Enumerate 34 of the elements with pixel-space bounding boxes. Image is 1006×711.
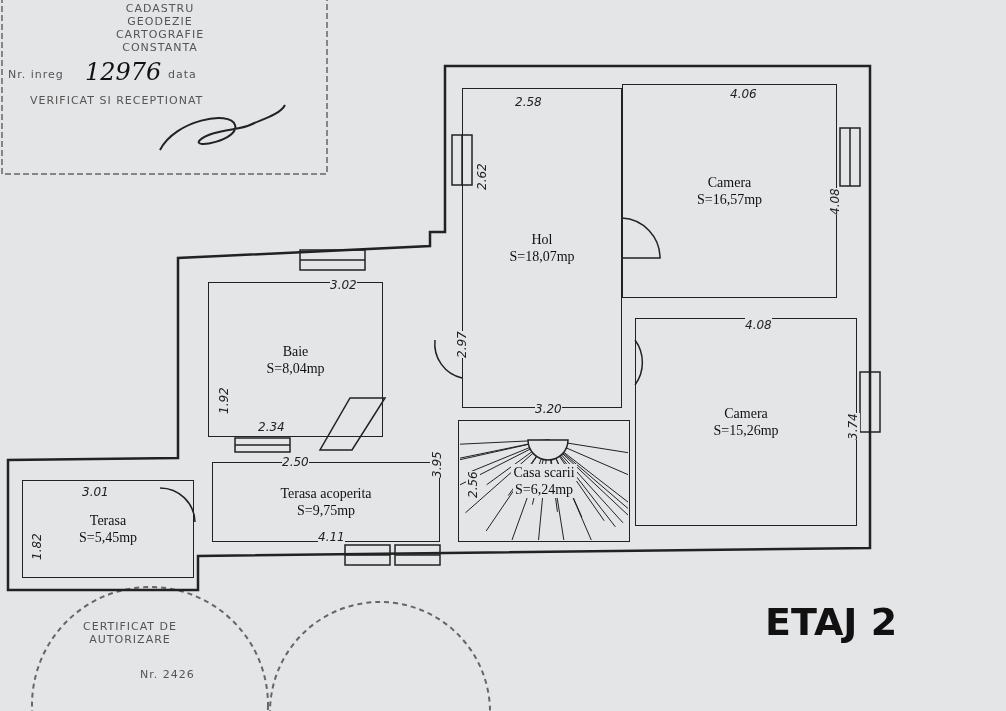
dimension-text: 3.01 xyxy=(82,485,109,499)
room-area: S=18,07mp xyxy=(507,248,577,265)
stamp-text: CERTIFICAT DE AUTORIZARE xyxy=(82,620,178,646)
dimension-text: 4.06 xyxy=(730,87,757,101)
dimension-text: 2.50 xyxy=(282,455,309,469)
dimension-text: 4.08 xyxy=(828,188,842,215)
dimension-text: 4.08 xyxy=(745,318,772,332)
dimension-text: 4.11 xyxy=(318,530,345,544)
handwritten-number: 12976 xyxy=(85,58,162,86)
room-area: S=16,57mp xyxy=(694,191,765,208)
room-name: Casa scarii xyxy=(511,464,577,481)
dimension-text: 3.02 xyxy=(330,278,357,292)
room-area: S=9,75mp xyxy=(294,502,358,519)
dimension-text: 1.82 xyxy=(30,533,44,560)
dimension-text: 2.56 xyxy=(466,471,480,498)
dimension-text: 1.92 xyxy=(217,387,231,414)
room-area: S=6,24mp xyxy=(512,481,576,498)
dimension-text: 3.95 xyxy=(430,451,444,478)
dimension-text: 2.58 xyxy=(515,95,542,109)
room-name: Terasa acoperita xyxy=(278,485,374,502)
room-outline xyxy=(458,420,630,542)
stamp-text: VERIFICAT SI RECEPTIONAT xyxy=(30,94,204,107)
stamp-text: Nr. 2426 xyxy=(140,668,195,681)
room-area: S=15,26mp xyxy=(711,422,781,439)
stamp-text: CADASTRU GEODEZIE CARTOGRAFIE CONSTANTA xyxy=(114,2,206,54)
dimension-text: 2.97 xyxy=(455,331,469,358)
plan-title: ETAJ 2 xyxy=(765,600,898,644)
dimension-text: 2.62 xyxy=(475,163,489,190)
stamp-text: Nr. inreg xyxy=(8,68,64,81)
dimension-text: 2.34 xyxy=(258,420,285,434)
room-area: S=5,45mp xyxy=(76,529,140,546)
dimension-text: 3.74 xyxy=(846,413,860,440)
stamp-text: data xyxy=(168,68,197,81)
dimension-text: 3.20 xyxy=(535,402,562,416)
